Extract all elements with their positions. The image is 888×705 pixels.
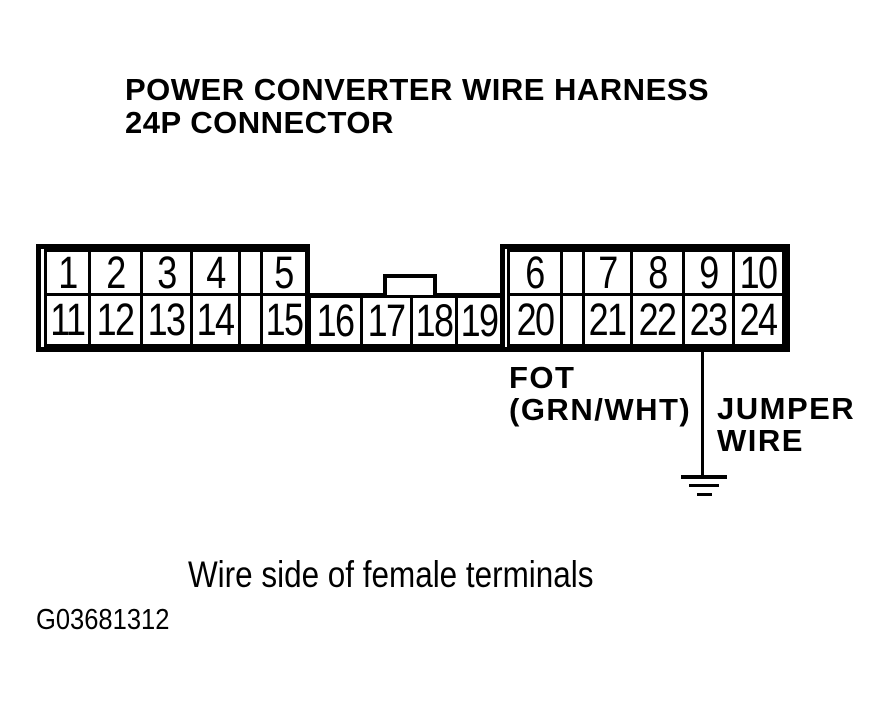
connector-24p-diagram: 1 2 3 4 5 6 7 8 9 10 11 12 13 14 15 16 1…	[36, 244, 790, 352]
pin-cell-6: 6	[507, 247, 563, 298]
diagram-caption: Wire side of female terminals	[188, 554, 594, 595]
pin-cell-21: 21	[582, 293, 633, 347]
pin-cell-5: 5	[260, 247, 308, 298]
pin-cell-16: 16	[308, 295, 363, 347]
pin-cell-7: 7	[582, 247, 633, 298]
pin-cell-2: 2	[88, 247, 143, 298]
pin-cell-22: 22	[630, 293, 685, 347]
pin-cell-1: 1	[44, 247, 91, 298]
jumper-wire-line	[701, 349, 704, 478]
pin-cell-4: 4	[190, 247, 241, 298]
pin-cell-19: 19	[455, 295, 503, 347]
pin-cell-8: 8	[630, 247, 685, 298]
ground-bar-short	[697, 493, 712, 496]
pin-cell-11: 11	[44, 293, 91, 347]
ground-bar-long	[681, 475, 727, 479]
pin-cell-14: 14	[190, 293, 241, 347]
pin-cell-13: 13	[140, 293, 193, 347]
pin-cell-9: 9	[682, 247, 735, 298]
pin-cell-15: 15	[260, 293, 308, 347]
page-title: POWER CONVERTER WIRE HARNESS 24P CONNECT…	[125, 73, 709, 139]
pin-cell-10: 10	[732, 247, 785, 298]
wire-color: (GRN/WHT)	[509, 392, 692, 427]
jumper-label-line-1: JUMPER	[717, 391, 856, 426]
pin-cell-3: 3	[140, 247, 193, 298]
pin-cell-24: 24	[732, 293, 785, 347]
title-line-1: POWER CONVERTER WIRE HARNESS	[125, 72, 710, 107]
terminal-wire-label: FOT (GRN/WHT)	[509, 362, 691, 426]
pin-cell-17: 17	[360, 295, 413, 347]
connector-latch-tab	[383, 274, 437, 298]
pin-cell-20: 20	[507, 293, 563, 347]
pin-cell-23: 23	[682, 293, 735, 347]
terminal-name: FOT	[509, 360, 576, 395]
pin-cell-12: 12	[88, 293, 143, 347]
pin-cell-18: 18	[410, 295, 458, 347]
ground-bar-medium	[689, 484, 719, 487]
title-line-2: 24P CONNECTOR	[125, 105, 394, 140]
jumper-label-line-2: WIRE	[717, 423, 804, 458]
jumper-wire-label: JUMPER WIRE	[717, 393, 855, 457]
figure-id: G03681312	[36, 604, 170, 636]
